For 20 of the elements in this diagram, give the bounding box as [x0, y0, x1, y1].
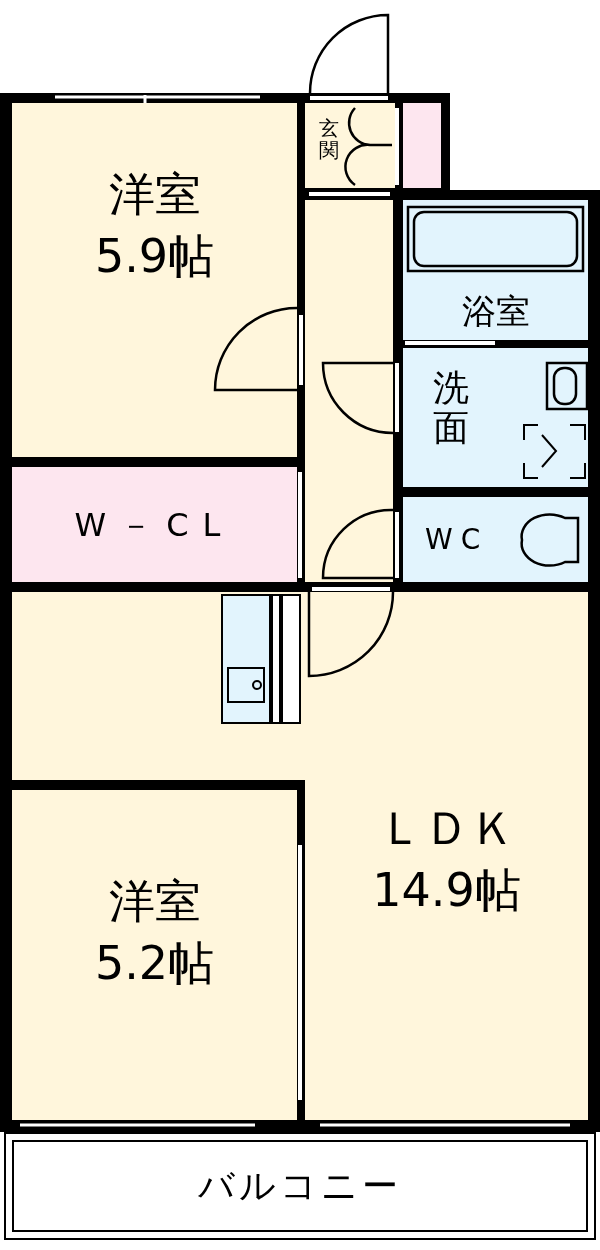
room-label: 洋室	[108, 873, 201, 930]
room-label: 洋室	[108, 166, 201, 223]
room-label: WC	[425, 521, 489, 558]
room-label: 5.9帖	[94, 228, 215, 285]
room-label: 玄関	[319, 117, 339, 161]
room-label: 5.2帖	[94, 935, 215, 992]
room-label: W－CL	[74, 504, 235, 546]
room	[12, 790, 297, 1120]
room	[12, 103, 297, 457]
room	[305, 592, 588, 1120]
room	[403, 497, 588, 582]
room	[403, 348, 588, 487]
room	[305, 103, 395, 188]
storage-box	[403, 103, 441, 188]
room-label: 洗面	[433, 368, 469, 448]
room	[12, 467, 297, 582]
room-label: 浴室	[461, 294, 530, 328]
room-label: 14.9帖	[372, 862, 521, 919]
room-label: バルコニー	[198, 1164, 402, 1208]
room-label: ＬＤＫ	[377, 800, 516, 857]
